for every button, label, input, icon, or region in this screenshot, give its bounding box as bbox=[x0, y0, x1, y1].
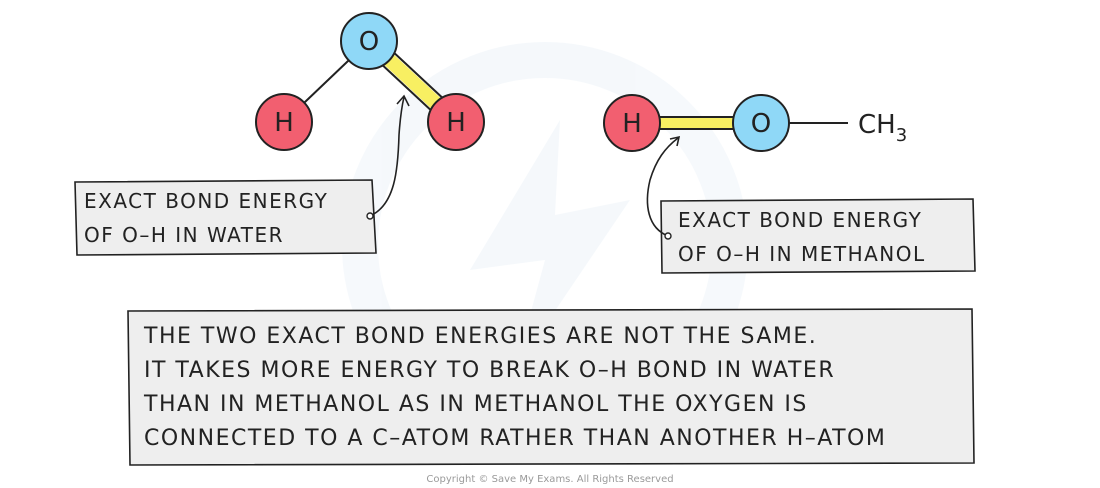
methanol-callout: EXACT BOND ENERGY OF O–H IN METHANOL bbox=[646, 135, 976, 274]
methyl-group-label: CH3 bbox=[858, 110, 907, 146]
methanol-callout-arrowhead bbox=[669, 135, 681, 147]
summary-line-2: IT TAKES MORE ENERGY TO BREAK O–H BOND I… bbox=[144, 358, 835, 383]
water-hydrogen-right-atom: H bbox=[427, 93, 485, 151]
methanol-callout-line-1: EXACT BOND ENERGY bbox=[678, 208, 922, 232]
methanol-hydrogen-label: H bbox=[622, 109, 642, 139]
copyright-notice: Copyright © Save My Exams. All Rights Re… bbox=[426, 474, 673, 485]
methanol-molecule: H O CH3 bbox=[603, 94, 907, 152]
water-hydrogen-left-label: H bbox=[274, 108, 294, 138]
water-callout-arrowhead bbox=[396, 94, 410, 107]
summary-line-1: THE TWO EXACT BOND ENERGIES ARE NOT THE … bbox=[143, 324, 817, 349]
methanol-oxygen-atom: O bbox=[732, 94, 790, 152]
methanol-oxygen-label: O bbox=[751, 109, 771, 139]
methyl-subscript: 3 bbox=[896, 125, 907, 146]
methanol-callout-arrow bbox=[646, 137, 679, 237]
water-callout-dot bbox=[366, 212, 374, 220]
methanol-callout-dot bbox=[664, 232, 672, 240]
methanol-callout-box bbox=[660, 198, 976, 274]
water-hydrogen-right-label: H bbox=[446, 108, 466, 138]
water-hydrogen-left-atom: H bbox=[255, 93, 313, 151]
water-molecule: O H H bbox=[255, 12, 485, 151]
summary-box-frame bbox=[127, 308, 975, 466]
methanol-hydrogen-atom: H bbox=[603, 94, 661, 152]
water-callout-arrow bbox=[369, 96, 405, 217]
water-callout-box bbox=[74, 179, 377, 256]
summary-box: THE TWO EXACT BOND ENERGIES ARE NOT THE … bbox=[127, 308, 975, 466]
summary-line-4: CONNECTED TO A C–ATOM RATHER THAN ANOTHE… bbox=[144, 426, 886, 451]
methyl-carbon-hydrogen: CH bbox=[858, 110, 896, 140]
water-callout: EXACT BOND ENERGY OF O–H IN WATER bbox=[74, 94, 410, 256]
water-callout-line-1: EXACT BOND ENERGY bbox=[84, 189, 328, 213]
methanol-callout-line-2: OF O–H IN METHANOL bbox=[678, 242, 926, 266]
water-oxygen-atom: O bbox=[340, 12, 398, 70]
water-callout-line-2: OF O–H IN WATER bbox=[84, 223, 284, 247]
summary-line-3: THAN IN METHANOL AS IN METHANOL THE OXYG… bbox=[143, 392, 808, 417]
water-oxygen-label: O bbox=[359, 27, 379, 57]
